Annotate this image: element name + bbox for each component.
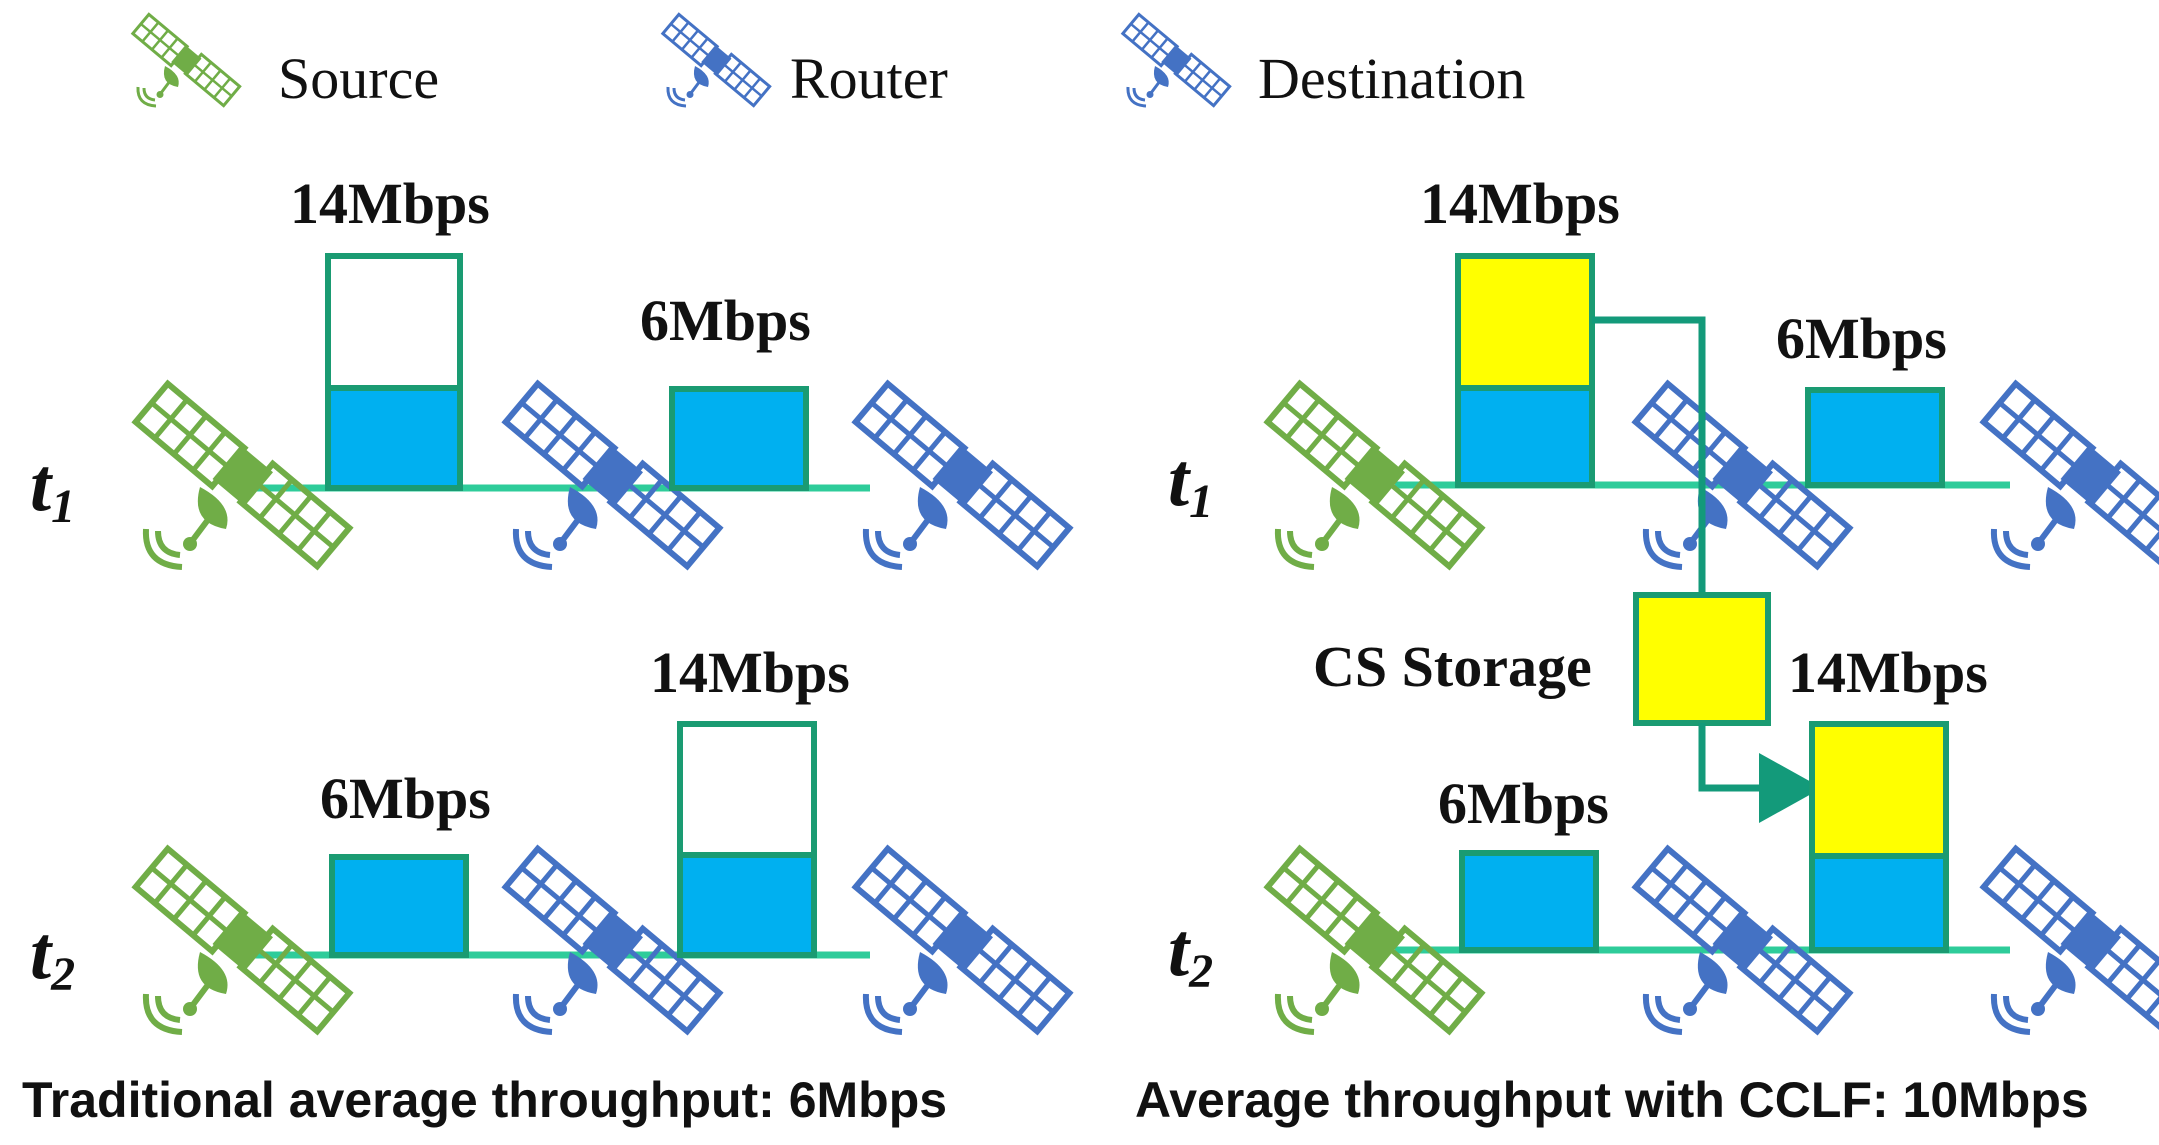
left-t2-link2-rate: 14Mbps [650, 640, 850, 705]
right-t1-link2-rate: 6Mbps [1776, 306, 1947, 371]
left-t1-link2-rate: 6Mbps [640, 288, 811, 353]
router-satellite-icon [501, 379, 724, 571]
cache-to-storage-path [1592, 316, 1706, 595]
left-panel: t1 [22, 171, 1074, 1128]
destination-satellite-icon [1979, 379, 2159, 571]
left-t1-link2-used [669, 386, 809, 491]
storage-to-link-arrow [1698, 723, 1822, 823]
left-t2-link1-rate: 6Mbps [320, 766, 491, 831]
legend-source-label: Source [278, 46, 439, 111]
cs-storage-label: CS Storage [1313, 634, 1592, 699]
right-t2-link2-cached [1809, 721, 1949, 859]
left-t2-row: t2 [30, 640, 1074, 1036]
legend-router-label: Router [790, 46, 948, 111]
source-satellite-icon [131, 379, 354, 571]
destination-satellite-icon [851, 379, 1074, 571]
right-panel: t1 [1135, 171, 2159, 1128]
router-satellite-icon [1631, 379, 1854, 571]
right-t1-link1-cached [1455, 253, 1595, 391]
destination-satellite-icon [1979, 844, 2159, 1036]
right-t2-link2-used [1809, 853, 1949, 953]
legend-destination-label: Destination [1258, 46, 1525, 111]
left-t1-row: t1 [30, 171, 1074, 571]
router-satellite-icon [501, 844, 724, 1036]
left-t1-link1-used [325, 385, 463, 491]
right-t2-time-label: t2 [1168, 908, 1213, 998]
left-caption: Traditional average throughput: 6Mbps [22, 1072, 947, 1128]
router-satellite-icon [660, 12, 772, 108]
left-t1-link1-rate: 14Mbps [290, 171, 490, 236]
right-caption: Average throughput with CCLF: 10Mbps [1135, 1072, 2089, 1128]
cs-storage-flow: CS Storage [1313, 316, 1822, 823]
right-t2-link1-used [1459, 850, 1599, 953]
right-t1-row: t1 [1168, 171, 2159, 571]
right-t2-link1-rate: 6Mbps [1438, 771, 1609, 836]
legend: Source [130, 12, 1525, 111]
right-t2-row: t2 [1168, 640, 2159, 1036]
right-t1-time-label: t1 [1168, 438, 1213, 528]
source-satellite-icon [1263, 844, 1486, 1036]
right-t2-link2-rate: 14Mbps [1788, 640, 1988, 705]
destination-satellite-icon [851, 844, 1074, 1036]
source-satellite-icon [131, 844, 354, 1036]
left-t2-time-label: t2 [30, 911, 75, 1001]
right-t1-link1-used [1455, 385, 1595, 488]
right-t1-link1-rate: 14Mbps [1420, 171, 1620, 236]
source-satellite-icon [1263, 379, 1486, 571]
destination-satellite-icon [1120, 12, 1232, 108]
router-satellite-icon [1631, 844, 1854, 1036]
left-t2-link1-used [329, 854, 469, 958]
source-satellite-icon [130, 12, 242, 108]
left-t2-link2-used [677, 852, 817, 958]
left-t1-time-label: t1 [30, 443, 75, 533]
cs-storage-box [1633, 592, 1771, 726]
right-t1-link2-used [1805, 387, 1945, 488]
